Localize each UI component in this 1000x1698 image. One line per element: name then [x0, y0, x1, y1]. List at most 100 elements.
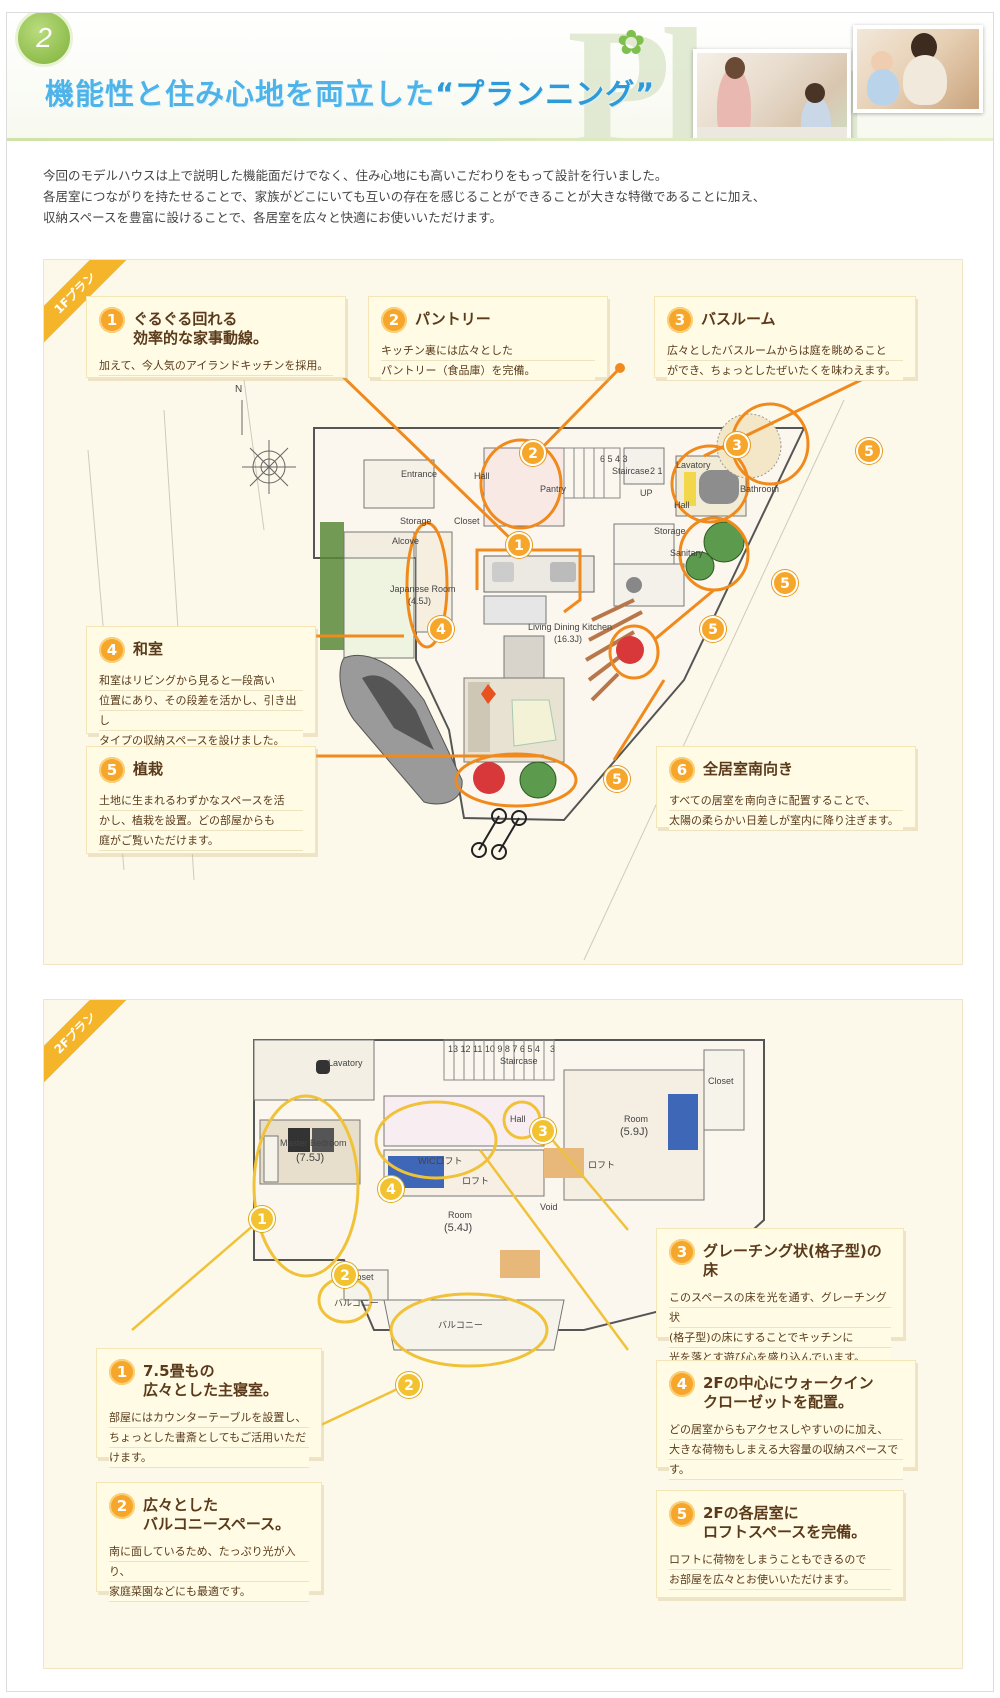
note-title: 7.5畳もの 広々とした主寝室。 — [143, 1362, 279, 1399]
title-highlight: プランニング — [455, 77, 636, 111]
note-number: 5 — [669, 1501, 695, 1527]
note-text: このスペースの床を光を通す、グレーチング状 (格子型)の床にすることでキッチンに… — [669, 1288, 891, 1368]
plan-marker-1: 1 — [506, 532, 532, 558]
intro-line: 各居室につながりを持たせることで、家族がどこにいても互いの存在を感じることができ… — [43, 189, 766, 204]
label-closet: Closet — [708, 1076, 734, 1086]
note-title: 広々とした バルコニースペース。 — [143, 1496, 291, 1533]
note-number: 3 — [669, 1239, 695, 1265]
note-title: 和室 — [133, 640, 164, 658]
floor-plan-1f-drawing — [87, 361, 895, 961]
note-text: 和室はリビングから見ると一段高い 位置にあり、その段差を活かし、引き出し タイプ… — [99, 671, 303, 751]
label-stair-21: 2 1 — [650, 466, 663, 476]
label-void: Void — [540, 1202, 558, 1212]
plan-marker-2: 2 — [520, 440, 546, 466]
page-frame: Plan ✿ 2 機能性と住み心地を両立した“プランニング” 今回のモデルハウス… — [6, 12, 994, 1692]
label-lavatory: Lavatory — [676, 460, 711, 470]
title-quote-close: ” — [635, 77, 656, 111]
label-stair-nums: 13 12 11 10 9 8 7 6 5 4 — [448, 1044, 540, 1054]
label-stair-nums: 6 5 4 3 — [600, 454, 628, 464]
note-number: 3 — [667, 307, 693, 333]
note-1f-6: 6 全居室南向き すべての居室を南向きに配置することで、 太陽の柔らかい日差しが室… — [656, 746, 916, 831]
plan-marker-3: 3 — [724, 432, 750, 458]
note-1f-2: 2 パントリー キッチン裏には広々とした パントリー（食品庫）を完備。 — [368, 296, 608, 381]
note-title: 2Fの各居室に ロフトスペースを完備。 — [703, 1504, 867, 1541]
note-number: 2 — [381, 307, 407, 333]
label-pantry: Pantry — [540, 484, 567, 494]
note-text: 南に面しているため、たっぷり光が入り、 家庭菜園などにも最適です。 — [109, 1542, 309, 1602]
note-title: ぐるぐる回れる 効率的な家事動線。 — [133, 310, 269, 347]
label-staircase: Staircase — [612, 466, 650, 476]
car-icon — [339, 654, 463, 805]
label-hall: Hall — [510, 1114, 526, 1124]
label-loft-1: ロフト — [462, 1176, 490, 1186]
note-title: グレーチング状(格子型)の床 — [703, 1242, 882, 1279]
label-alcove: Alcove — [392, 536, 420, 546]
note-text: 広々としたバスルームからは庭を眺めること ができ、ちょっとしたぜいたくを味わえま… — [667, 341, 903, 381]
section-header: Plan ✿ 2 機能性と住み心地を両立した“プランニング” — [7, 13, 993, 141]
label-bathroom: Bathroom — [740, 484, 780, 494]
label-balcony-1: バルコニー — [334, 1298, 379, 1308]
plan-marker-2: 2 — [396, 1372, 422, 1398]
label-up: UP — [640, 488, 653, 498]
floor-plan-2f-drawing — [131, 1039, 765, 1437]
label-staircase: Staircase — [500, 1056, 538, 1066]
north-label: N — [235, 384, 243, 395]
note-title: 2Fの中心にウォークイン クローゼットを配置。 — [703, 1374, 874, 1411]
label-room-1-size: (5.9J) — [620, 1126, 649, 1138]
label-closet-2: Closet — [348, 1272, 374, 1282]
label-master-size: (7.5J) — [296, 1152, 325, 1164]
title-main: 機能性と住み心地を両立した — [45, 77, 436, 111]
section-title: 機能性と住み心地を両立した“プランニング” — [45, 71, 655, 113]
label-master-bedroom: Master Bedroom — [280, 1138, 347, 1148]
plan-marker-3: 3 — [530, 1118, 556, 1144]
section-number-badge: 2 — [15, 13, 73, 67]
note-number: 4 — [99, 637, 125, 663]
label-room-2-size: (5.4J) — [444, 1222, 473, 1234]
title-quote-open: “ — [435, 77, 456, 111]
intro-line: 収納スペースを豊富に設けることで、各居室を広々と快適にお使いいただけます。 — [43, 210, 502, 225]
label-storage: Storage — [400, 516, 432, 526]
note-title: パントリー — [415, 310, 491, 328]
note-number: 4 — [669, 1371, 695, 1397]
note-1f-4: 4 和室 和室はリビングから見ると一段高い 位置にあり、その段差を活かし、引き出し… — [86, 626, 316, 751]
plan-marker-1: 1 — [249, 1206, 275, 1232]
label-room-1: Room — [624, 1114, 649, 1124]
label-room-2: Room — [448, 1210, 473, 1220]
label-lavatory: Lavatory — [328, 1058, 363, 1068]
intro-text: 今回のモデルハウスは上で説明した機能面だけでなく、住み心地にも高いこだわりをもっ… — [43, 165, 963, 228]
label-closet: Closet — [454, 516, 480, 526]
note-text: すべての居室を南向きに配置することで、 太陽の柔らかい日差しが室内に降り注ぎます… — [669, 791, 903, 831]
label-japanese-room: Japanese Room — [390, 584, 456, 594]
clover-icon: ✿ — [617, 23, 646, 63]
label-hall-2: Hall — [674, 500, 690, 510]
label-wic-loft: WICロフト — [418, 1156, 463, 1166]
note-text: キッチン裏には広々とした パントリー（食品庫）を完備。 — [381, 341, 595, 381]
note-text: 土地に生まれるわずかなスペースを活 かし、植栽を設置。どの部屋からも 庭がご覧い… — [99, 791, 303, 851]
label-stair-3: 3 — [550, 1044, 556, 1054]
note-2f-4: 4 2Fの中心にウォークイン クローゼットを配置。 どの居室からもアクセスしやすい… — [656, 1360, 916, 1480]
intro-line: 今回のモデルハウスは上で説明した機能面だけでなく、住み心地にも高いこだわりをもっ… — [43, 168, 668, 183]
note-number: 5 — [99, 757, 125, 783]
label-japanese-size: (4.5J) — [408, 596, 432, 606]
label-entrance: Entrance — [401, 469, 438, 479]
note-1f-5: 5 植栽 土地に生まれるわずかなスペースを活 かし、植栽を設置。どの部屋からも 庭… — [86, 746, 316, 854]
label-hall: Hall — [474, 471, 490, 481]
note-text: どの居室からもアクセスしやすいのに加え、 大きな荷物もしまえる大容量の収納スペー… — [669, 1420, 903, 1480]
label-loft-2: ロフト — [588, 1160, 616, 1170]
label-ldk-size: (16.3J) — [554, 634, 583, 644]
note-number: 1 — [109, 1359, 135, 1385]
label-balcony-2: バルコニー — [438, 1320, 483, 1330]
note-title: 全居室南向き — [703, 760, 794, 778]
kitchen-photo — [693, 49, 851, 141]
plan-marker-5: 5 — [772, 570, 798, 596]
family-photo — [853, 25, 983, 113]
note-title: 植栽 — [133, 760, 164, 778]
plan-marker-4: 4 — [378, 1176, 404, 1202]
bicycle-icon — [471, 808, 527, 860]
note-number: 6 — [669, 757, 695, 783]
